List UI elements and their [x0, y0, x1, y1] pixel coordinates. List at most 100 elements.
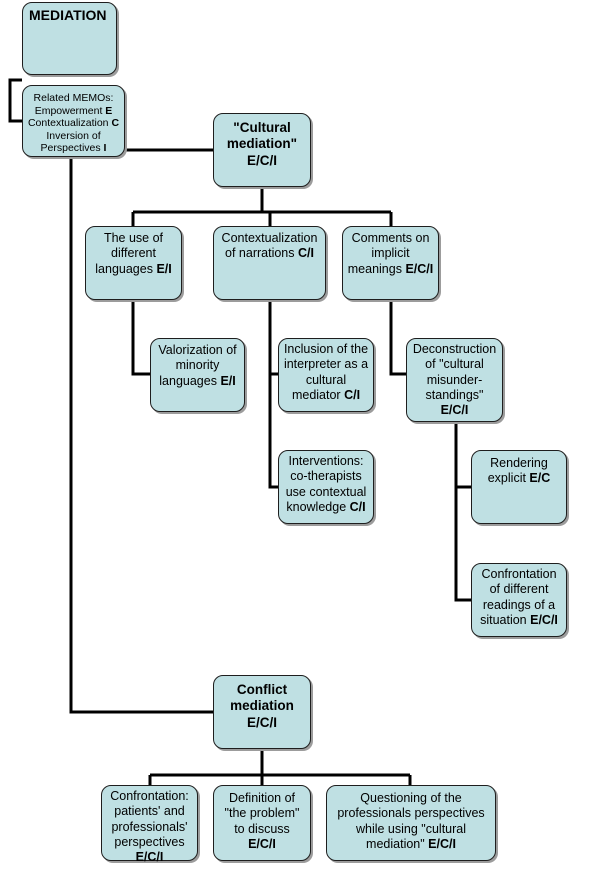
- valorization-line2: minority: [175, 358, 220, 373]
- node-comments-implicit: Comments on implicit meanings E/C/I: [342, 226, 439, 300]
- node-inclusion-interpreter: Inclusion of the interpreter as a cultur…: [278, 338, 374, 412]
- context-line2-text: of narrations: [225, 246, 298, 261]
- rendering-line2-text: explicit: [487, 471, 530, 486]
- rendering-line2: explicit E/C: [488, 471, 551, 486]
- node-cultural-mediation: "Cultural mediation" E/C/I: [213, 113, 311, 187]
- interventions-line2: co-therapists: [290, 469, 362, 484]
- readings-code: E/C/I: [530, 612, 558, 627]
- patients-line2: patients' and: [114, 804, 185, 819]
- patients-line3: professionals': [111, 819, 188, 834]
- patients-line1: Confrontation:: [110, 789, 189, 803]
- interventions-line4-text: knowledge: [286, 499, 350, 514]
- connector-context-inclusion: [268, 300, 278, 376]
- readings-line1: Confrontation: [481, 567, 557, 581]
- comments-code: E/C/I: [405, 261, 434, 276]
- conflict-code: E/C/I: [246, 714, 277, 730]
- languages-line3: languages E/I: [95, 262, 171, 277]
- inclusion-line1: Inclusion of the: [283, 342, 369, 356]
- node-mediation: MEDIATION: [22, 2, 117, 75]
- connector-comments-deconstruction: [389, 300, 406, 376]
- cultural-line2: mediation": [226, 136, 298, 152]
- definition-line3: to discuss: [234, 821, 290, 836]
- connector-languages-valorization: [131, 300, 150, 376]
- interventions-line3: use contextual: [285, 484, 367, 499]
- decon-line2: of "cultural: [425, 357, 484, 372]
- memo-empowerment-label: Empowerment: [34, 104, 106, 117]
- questioning-line4-text: mediation": [366, 836, 429, 851]
- languages-line3-text: languages: [95, 261, 157, 276]
- memo-inversion: Inversion of: [46, 129, 101, 142]
- memo-heading: Related MEMOs:: [33, 92, 114, 104]
- node-related-memos: Related MEMOs: Empowerment E Contextuali…: [22, 85, 125, 157]
- readings-line2: of different: [489, 582, 549, 597]
- memo-perspectives-label: Perspectives: [40, 142, 104, 155]
- node-questioning-perspectives: Questioning of the professionals perspec…: [326, 785, 496, 861]
- comments-line2: implicit: [371, 246, 410, 261]
- connector-decon-confrontation: [454, 487, 471, 602]
- decon-line4: standings": [425, 387, 484, 402]
- comments-line1: Comments on: [351, 231, 430, 245]
- node-valorization: Valorization of minority languages E/I: [150, 338, 245, 412]
- readings-line3: readings of a: [482, 597, 556, 612]
- inclusion-line3: cultural: [305, 372, 347, 387]
- rendering-code: E/C: [529, 471, 551, 486]
- inclusion-line4: mediator C/I: [292, 388, 360, 403]
- memo-empowerment-code: E: [105, 104, 113, 117]
- inclusion-line4-text: mediator: [291, 387, 345, 402]
- memo-empowerment: Empowerment E: [35, 105, 113, 118]
- patients-code: E/C/I: [135, 850, 164, 864]
- decon-line1: Deconstruction: [412, 342, 497, 356]
- node-rendering-explicit: Rendering explicit E/C: [471, 450, 567, 524]
- connector-root-memo: [8, 78, 22, 123]
- valorization-line3-text: languages: [159, 373, 221, 388]
- interventions-code: C/I: [349, 499, 366, 514]
- context-code: C/I: [297, 246, 314, 261]
- conflict-line2: mediation: [230, 698, 294, 714]
- patients-line4: perspectives: [114, 834, 185, 849]
- questioning-line3: while using "cultural: [355, 821, 467, 836]
- memo-contextualization-code: C: [111, 117, 120, 130]
- definition-line2: "the problem": [224, 806, 300, 821]
- interventions-line4: knowledge C/I: [286, 500, 365, 515]
- node-definition-problem: Definition of "the problem" to discuss E…: [213, 785, 311, 861]
- questioning-line4: mediation" E/C/I: [366, 837, 456, 852]
- interventions-line1: Interventions:: [288, 454, 364, 468]
- readings-line4-text: situation: [480, 612, 531, 627]
- valorization-code: E/I: [220, 373, 236, 388]
- node-conflict-mediation: Conflict mediation E/C/I: [213, 675, 311, 749]
- definition-line1: Definition of: [228, 791, 295, 805]
- node-confrontation-patients: Confrontation: patients' and professiona…: [101, 785, 198, 864]
- decon-code: E/C/I: [440, 403, 469, 417]
- inclusion-code: C/I: [344, 387, 361, 402]
- definition-code: E/C/I: [248, 836, 276, 851]
- memo-contextualization: Contextualization C: [28, 117, 119, 130]
- comments-line3-text: meanings: [347, 261, 406, 276]
- cultural-line1: "Cultural: [233, 120, 291, 135]
- connector-memo-conflict: [69, 157, 213, 714]
- valorization-line3: languages E/I: [159, 374, 235, 389]
- node-contextualization: Contextualization of narrations C/I: [213, 226, 326, 300]
- inclusion-line2: interpreter as a: [283, 357, 369, 372]
- connector-decon-rendering: [454, 422, 471, 489]
- conflict-line1: Conflict: [236, 682, 288, 697]
- readings-line4: situation E/C/I: [480, 613, 558, 628]
- memo-perspectives-code: I: [103, 142, 107, 155]
- cultural-code: E/C/I: [246, 152, 277, 168]
- rendering-line1: Rendering: [490, 456, 548, 470]
- connector-context-interventions: [268, 374, 278, 489]
- languages-line2: different: [111, 246, 156, 261]
- memo-perspectives: Perspectives I: [41, 142, 107, 155]
- node-deconstruction: Deconstruction of "cultural misunder- st…: [406, 338, 503, 422]
- node-use-of-languages: The use of different languages E/I: [85, 226, 182, 300]
- node-mediation-title: MEDIATION: [29, 7, 107, 23]
- comments-line3: meanings E/C/I: [348, 262, 433, 277]
- questioning-code: E/C/I: [428, 836, 456, 851]
- decon-line3: misunder-: [426, 372, 483, 387]
- context-line2: of narrations C/I: [225, 246, 314, 261]
- memo-contextualization-label: Contextualization: [27, 117, 112, 130]
- node-confrontation-readings: Confrontation of different readings of a…: [471, 563, 567, 637]
- context-line1: Contextualization: [221, 231, 318, 245]
- questioning-line2: professionals perspectives: [337, 806, 485, 821]
- languages-line1: The use of: [103, 231, 164, 245]
